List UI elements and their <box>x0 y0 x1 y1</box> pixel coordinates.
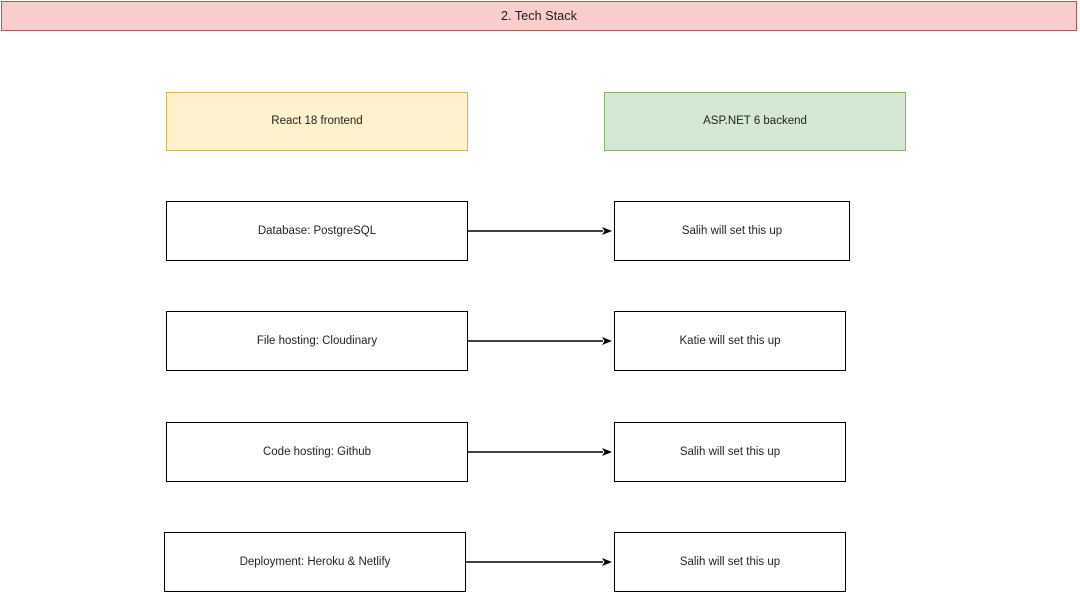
diagram-title-banner[interactable]: 2. Tech Stack <box>1 1 1077 31</box>
node-database[interactable]: Database: PostgreSQL <box>166 201 468 261</box>
arrowhead-icon <box>602 558 612 566</box>
node-label: Salih will set this up <box>681 224 783 237</box>
connector-edge-database <box>456 219 624 243</box>
node-label: Salih will set this up <box>679 445 781 458</box>
node-label: Code hosting: Github <box>262 445 372 458</box>
node-label: Salih will set this up <box>679 555 781 568</box>
node-code-hosting-owner[interactable]: Salih will set this up <box>614 422 846 482</box>
node-file-hosting[interactable]: File hosting: Cloudinary <box>166 311 468 371</box>
arrowhead-icon <box>602 448 612 456</box>
arrowhead-icon <box>602 227 612 235</box>
connector-edge-deployment <box>454 550 624 574</box>
node-label: Database: PostgreSQL <box>257 224 377 237</box>
node-code-hosting[interactable]: Code hosting: Github <box>166 422 468 482</box>
connector-edge-code-hosting <box>456 440 624 464</box>
node-label: File hosting: Cloudinary <box>256 334 378 347</box>
node-aspnet-backend[interactable]: ASP.NET 6 backend <box>604 92 906 151</box>
node-deployment-owner[interactable]: Salih will set this up <box>614 532 846 592</box>
connector-edge-file-hosting <box>456 329 624 353</box>
page-title: 2. Tech Stack <box>500 9 578 23</box>
node-file-hosting-owner[interactable]: Katie will set this up <box>614 311 846 371</box>
node-label: React 18 frontend <box>271 115 363 128</box>
arrowhead-icon <box>602 337 612 345</box>
node-label: ASP.NET 6 backend <box>703 115 807 128</box>
node-label: Katie will set this up <box>679 334 781 347</box>
node-label: Deployment: Heroku & Netlify <box>239 555 391 568</box>
node-react-frontend[interactable]: React 18 frontend <box>166 92 468 151</box>
node-database-owner[interactable]: Salih will set this up <box>614 201 850 261</box>
node-deployment[interactable]: Deployment: Heroku & Netlify <box>164 532 466 592</box>
